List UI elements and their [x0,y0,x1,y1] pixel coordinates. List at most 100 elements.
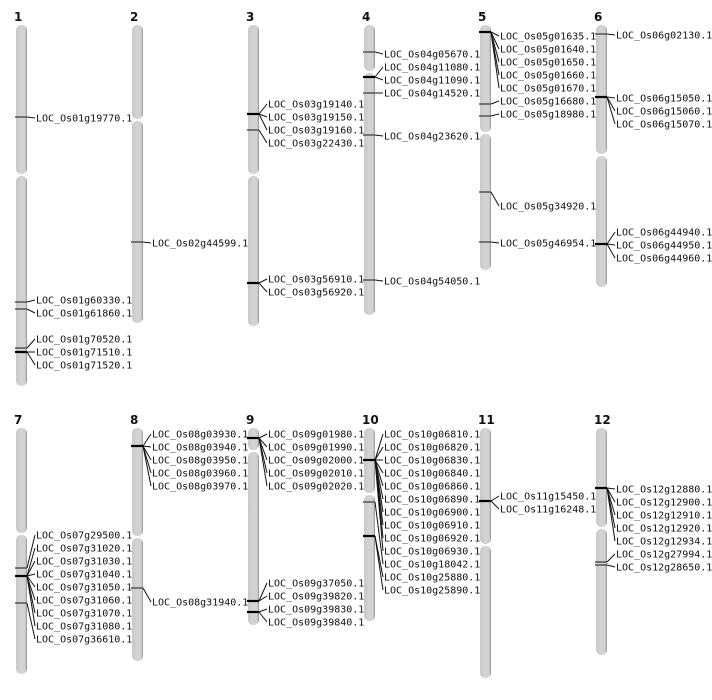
gene-connector [258,608,268,613]
gene-connector [374,134,384,137]
chromosome-9: 9LOC_Os09g01980.1LOC_Os09g01990.1LOC_Os0… [246,413,364,629]
gene-label: LOC_Os10g06820.1 [384,443,480,454]
gene-connector [374,446,384,461]
gene-label: LOC_Os08g03960.1 [152,469,248,480]
chromosome-arm-long [364,73,375,315]
gene-label: LOC_Os11g15450.1 [500,492,596,503]
gene-label: LOC_Os08g03970.1 [152,482,248,493]
gene-label: LOC_Os03g56920.1 [268,288,364,299]
gene-connector [490,31,500,89]
gene-connector [606,243,616,246]
gene-connector [258,282,268,293]
gene-label: LOC_Os06g44960.1 [616,254,712,265]
chromosome-arm-long [16,176,27,386]
gene-connector [26,575,36,588]
chromosome-number: 10 [362,413,379,427]
chromosome-number: 9 [246,413,254,427]
gene-label: LOC_Os03g19150.1 [268,113,364,124]
chromosome-arm-short [596,428,607,527]
gene-label: LOC_Os07g31020.1 [36,544,132,555]
gene-connector [374,459,384,552]
chromosome-10: 10LOC_Os10g06810.1LOC_Os10g06820.1LOC_Os… [362,413,480,621]
gene-label: LOC_Os09g39840.1 [268,618,364,629]
chromosome-arm-long [480,546,491,678]
gene-connector [606,33,616,36]
gene-connector [490,113,500,117]
chromosome-number: 8 [130,413,138,427]
gene-label: LOC_Os07g36610.1 [36,635,132,646]
chromosome-arm-long [16,535,27,674]
gene-label: LOC_Os04g11090.1 [384,76,480,87]
gene-label: LOC_Os09g01980.1 [268,430,364,441]
gene-label: LOC_Os10g25890.1 [384,586,480,597]
gene-label: LOC_Os10g18042.1 [384,560,480,571]
gene-label: LOC_Os06g44950.1 [616,241,712,252]
gene-label: LOC_Os09g02000.1 [268,456,364,467]
chromosome-number: 3 [246,10,254,24]
gene-label: LOC_Os12g27994.1 [616,550,712,561]
gene-label: LOC_Os01g70520.1 [36,335,132,346]
gene-connector [142,445,152,461]
gene-label: LOC_Os04g54050.1 [384,277,480,288]
gene-connector [374,535,384,591]
gene-connector [26,573,36,577]
gene-connector [490,191,500,207]
gene-label: LOC_Os06g02130.1 [616,31,712,42]
gene-label: LOC_Os09g01990.1 [268,443,364,454]
gene-connector [258,595,268,602]
gene-label: LOC_Os12g12880.1 [616,485,712,496]
chromosome-4: 4LOC_Os04g05670.1LOC_Os04g11080.1LOC_Os0… [362,10,480,315]
chromosome-arm-short [364,25,375,71]
gene-label: LOC_Os11g16248.1 [500,505,596,516]
gene-label: LOC_Os05g01670.1 [500,84,596,95]
gene-label: LOC_Os03g22430.1 [268,139,364,150]
gene-label: LOC_Os07g31070.1 [36,609,132,620]
gene-connector [26,547,36,577]
gene-label: LOC_Os12g12910.1 [616,511,712,522]
gene-label: LOC_Os10g06900.1 [384,508,480,519]
gene-connector [606,96,616,125]
gene-connector [258,103,268,115]
chromosome-arm-short [132,25,143,119]
gene-connector [374,433,384,461]
chromosome-6: 6LOC_Os06g02130.1LOC_Os06g15050.1LOC_Os0… [594,10,712,287]
chromosome-number: 1 [14,10,22,24]
chromosome-arm-short [480,25,491,132]
gene-label: LOC_Os09g02020.1 [268,482,364,493]
gene-label: LOC_Os06g15060.1 [616,107,712,118]
chromosome-arm-long [480,134,491,270]
gene-connector [258,582,268,602]
gene-label: LOC_Os06g15070.1 [616,120,712,131]
gene-label: LOC_Os03g19160.1 [268,126,364,137]
gene-connector [258,129,268,144]
chromosome-arm-short [16,428,27,533]
chromosome-7: 7LOC_Os07g29500.1LOC_Os07g31020.1LOC_Os0… [14,413,132,674]
gene-connector [606,553,616,563]
gene-connector [606,487,616,542]
gene-connector [26,308,36,314]
chromosome-12: 12LOC_Os12g12880.1LOC_Os12g12900.1LOC_Os… [594,413,712,655]
gene-connector [26,575,36,627]
gene-label: LOC_Os07g31050.1 [36,583,132,594]
gene-connector [606,231,616,245]
gene-connector [374,76,384,81]
gene-label: LOC_Os07g31060.1 [36,596,132,607]
gene-label: LOC_Os04g11080.1 [384,63,480,74]
gene-connector [490,500,500,510]
gene-label: LOC_Os04g05670.1 [384,50,480,61]
gene-connector [26,602,36,640]
gene-connector [26,116,36,119]
gene-label: LOC_Os05g01650.1 [500,58,596,69]
gene-connector [374,51,384,55]
gene-label: LOC_Os10g06910.1 [384,521,480,532]
gene-label: LOC_Os09g37050.1 [268,579,364,590]
gene-label: LOC_Os12g12934.1 [616,537,712,548]
chromosome-5: 5LOC_Os05g01635.1LOC_Os05g01640.1LOC_Os0… [478,10,596,270]
gene-connector [606,564,616,568]
gene-label: LOC_Os05g01640.1 [500,45,596,56]
gene-label: LOC_Os10g06810.1 [384,430,480,441]
gene-label: LOC_Os01g71520.1 [36,361,132,372]
